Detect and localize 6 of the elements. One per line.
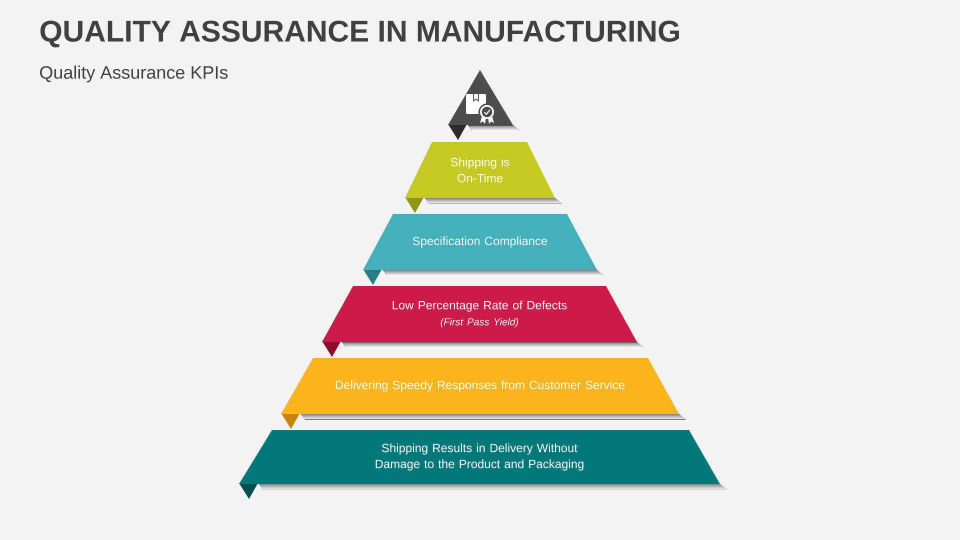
pyramid-tier: Delivering Speedy Responses from Customer Service: [281, 358, 679, 414]
pyramid-tier: Shipping is On-Time: [405, 142, 555, 198]
subtitle: Quality Assurance KPIs: [40, 66, 228, 82]
pyramid-tier: Specification Compliance: [363, 214, 597, 270]
pyramid-tier: Shipping Results in Delivery Without Damage to the Product and Packaging: [239, 430, 720, 484]
title: QUALITY ASSURANCE IN MANUFACTURING: [40, 20, 679, 48]
